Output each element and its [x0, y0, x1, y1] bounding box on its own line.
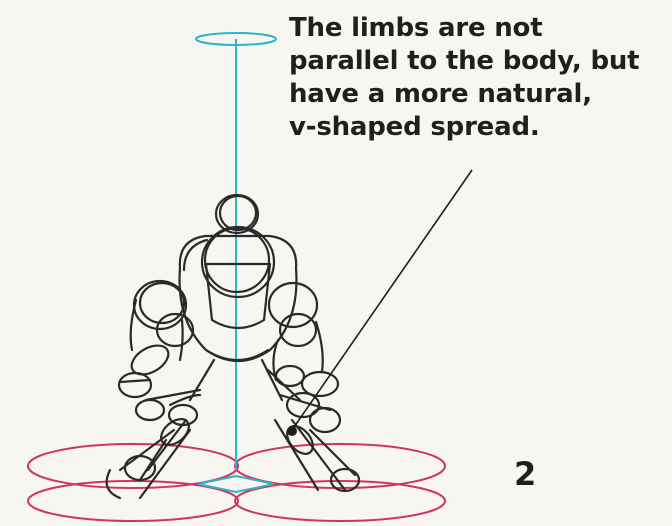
robot-figure-sketch	[107, 195, 359, 498]
annotation-text: The limbs are not parallel to the body, …	[289, 12, 669, 144]
pointer-dot	[287, 426, 297, 436]
annotation-line-3: have a more natural,	[289, 78, 669, 111]
step-number: 2	[514, 455, 536, 493]
annotation-line-4: v-shaped spread.	[289, 111, 669, 144]
annotation-line-1: The limbs are not	[289, 12, 669, 45]
annotation-line-2: parallel to the body, but	[289, 45, 669, 78]
annotation-pointer	[287, 170, 472, 436]
center-axis-guide	[196, 33, 276, 492]
